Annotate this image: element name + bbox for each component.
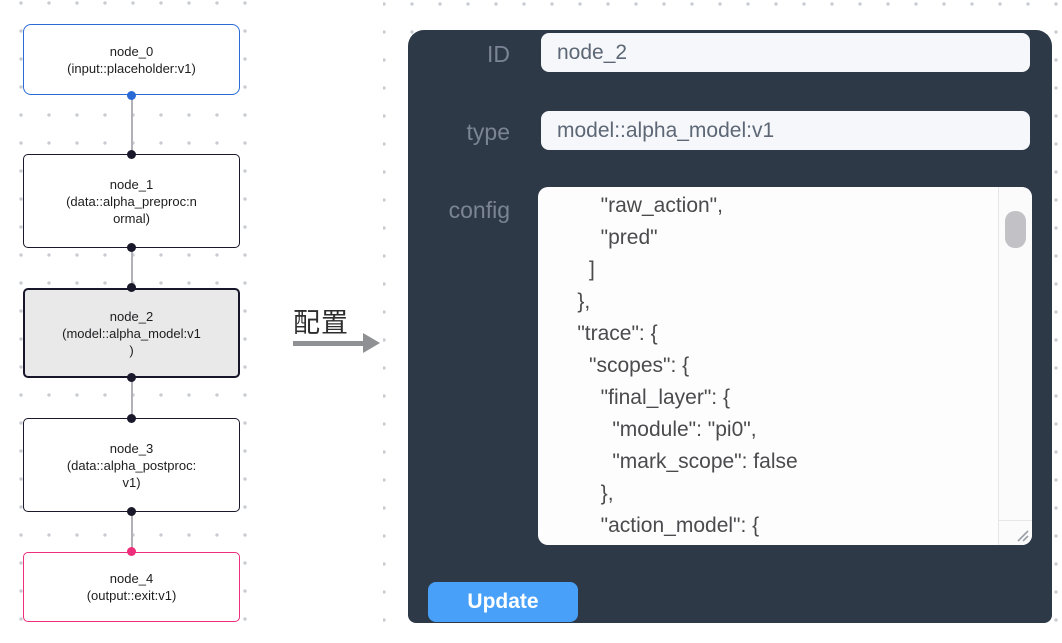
config-json-text: "raw_action", "pred" ] }, "trace": { "sc… bbox=[538, 190, 994, 542]
node2-input-handle[interactable] bbox=[127, 283, 136, 292]
id-input[interactable] bbox=[541, 33, 1030, 72]
config-line: "mark_scope": false bbox=[554, 450, 798, 473]
scrollbar-track[interactable] bbox=[998, 187, 1032, 520]
right-arrow-icon bbox=[293, 341, 363, 346]
node-subtitle: (data::alpha_postproc: bbox=[66, 457, 197, 473]
flow-node-node_4[interactable]: node_4 (output::exit:v1) bbox=[23, 552, 240, 622]
node-config-panel: ID type config "raw_action", "pred" ] },… bbox=[408, 30, 1052, 623]
node4-input-handle[interactable] bbox=[127, 547, 136, 556]
config-line: ] bbox=[554, 258, 595, 281]
edge-node3-node4 bbox=[131, 512, 133, 552]
node3-output-handle[interactable] bbox=[127, 507, 136, 516]
node-subtitle: (output::exit:v1) bbox=[86, 588, 177, 603]
config-line: "scopes": { bbox=[554, 354, 690, 377]
node-subtitle: ) bbox=[129, 342, 134, 358]
resize-handle-icon[interactable] bbox=[1015, 528, 1029, 542]
node-subtitle: v1) bbox=[122, 474, 141, 490]
node-title: node_2 bbox=[109, 308, 154, 324]
node-subtitle: ormal) bbox=[113, 210, 150, 226]
node0-output-handle[interactable] bbox=[127, 91, 136, 100]
edge-node0-node1 bbox=[131, 95, 133, 155]
config-line: }, bbox=[554, 482, 614, 505]
config-line: "final_layer": { bbox=[554, 386, 730, 409]
config-line: "action_model": { bbox=[554, 514, 760, 537]
type-input[interactable] bbox=[541, 111, 1030, 150]
scrollbar-thumb[interactable] bbox=[1005, 211, 1026, 248]
flow-node-node_1[interactable]: node_1 (data::alpha_preproc:n ormal) bbox=[23, 154, 240, 248]
node-subtitle: (input::placeholder:v1) bbox=[67, 60, 196, 76]
node2-output-handle[interactable] bbox=[127, 373, 136, 382]
update-button[interactable]: Update bbox=[428, 582, 578, 622]
node-subtitle: (model::alpha_model:v1 bbox=[62, 325, 201, 341]
configure-label: 配置 bbox=[293, 308, 349, 338]
flow-node-node_3[interactable]: node_3 (data::alpha_postproc: v1) bbox=[23, 418, 240, 512]
node1-output-handle[interactable] bbox=[127, 243, 136, 252]
textarea-corner bbox=[998, 520, 1032, 545]
node3-input-handle[interactable] bbox=[127, 414, 136, 423]
config-line: "raw_action", bbox=[554, 194, 723, 217]
node-subtitle: (data::alpha_preproc:n bbox=[66, 193, 197, 209]
config-textarea[interactable]: "raw_action", "pred" ] }, "trace": { "sc… bbox=[538, 187, 1032, 545]
flow-node-node_2-selected[interactable]: node_2 (model::alpha_model:v1 ) bbox=[23, 288, 240, 378]
right-arrow-icon bbox=[363, 333, 380, 353]
edge-node1-node2 bbox=[131, 248, 133, 288]
config-line: "pred" bbox=[554, 226, 658, 249]
type-field-label: type bbox=[466, 119, 510, 145]
node-title: node_3 bbox=[109, 440, 154, 456]
config-line: }, bbox=[554, 290, 591, 313]
node1-input-handle[interactable] bbox=[127, 150, 136, 159]
config-field-label: config bbox=[448, 197, 510, 223]
node-title: node_4 bbox=[109, 571, 154, 586]
config-line: "module": "pi0", bbox=[554, 418, 757, 441]
node-title: node_0 bbox=[109, 43, 154, 59]
edge-node2-node3 bbox=[131, 378, 133, 418]
flow-node-node_0[interactable]: node_0 (input::placeholder:v1) bbox=[23, 24, 240, 95]
id-field-label: ID bbox=[487, 41, 510, 67]
config-line: "trace": { bbox=[554, 322, 658, 345]
node-title: node_1 bbox=[109, 176, 154, 192]
